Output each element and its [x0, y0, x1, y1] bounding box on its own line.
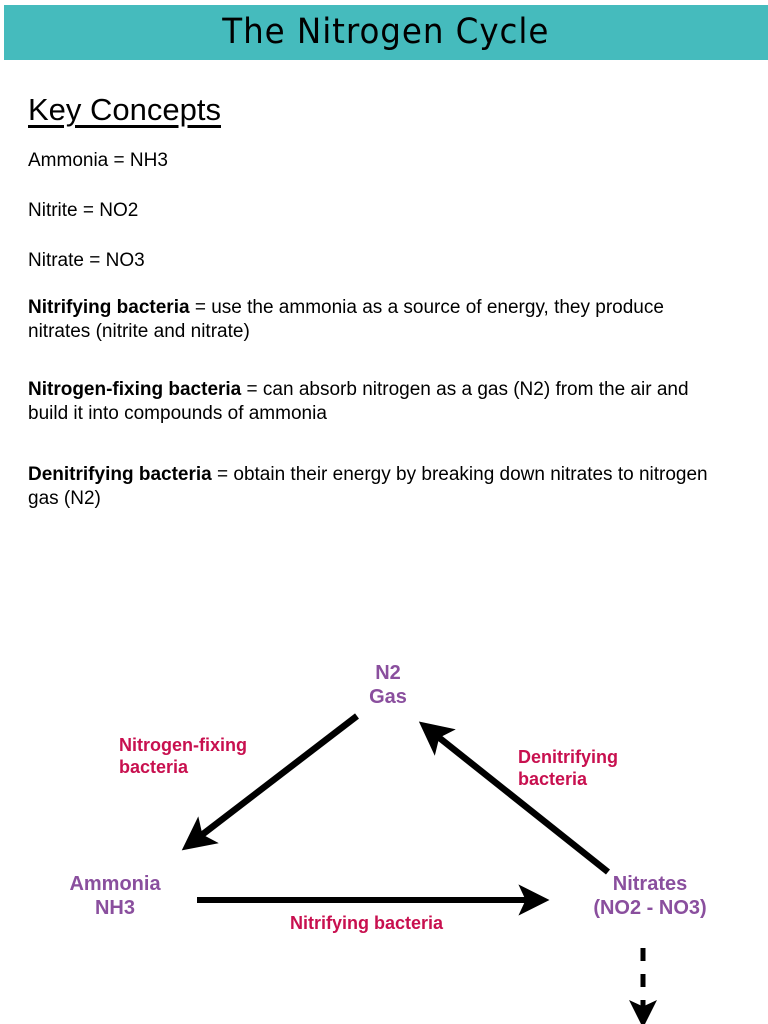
concept-body: = use the ammonia as a source of energy,… [28, 297, 664, 343]
diagram-label-nitrogen-fixing: Nitrogen-fixing bacteria [119, 735, 247, 778]
process-line-1: Nitrogen-fixing [119, 735, 247, 755]
page-title: The Nitrogen Cycle [222, 12, 550, 52]
concept-denitrifying-bacteria: Denitrifying bacteria = obtain their ene… [28, 463, 728, 512]
node-line-2: Gas [369, 685, 407, 708]
node-line-1: Ammonia [69, 873, 161, 895]
process-line-1: Nitrifying bacteria [290, 913, 444, 933]
diagram-node-n2-gas: N2 Gas [338, 662, 438, 709]
node-line-2: (NO2 - NO3) [593, 896, 707, 919]
diagram-label-denitrifying: Denitrifying bacteria [518, 747, 618, 790]
process-line-2: bacteria [518, 768, 588, 789]
arrow-denitrifying [418, 721, 611, 875]
concept-term: Nitrifying bacteria [28, 297, 190, 318]
nitrogen-cycle-diagram: N2 Gas Ammonia NH3 Nitrates (NO2 - NO3) … [0, 630, 768, 1024]
node-line-1: Nitrates [612, 873, 688, 895]
diagram-arrows [181, 713, 657, 1024]
process-line-1: Denitrifying [518, 747, 619, 767]
definition-nitrite: Nitrite = NO2 [28, 200, 139, 221]
process-line-2: bacteria [119, 756, 189, 777]
arrow-nitrogen-fixing [181, 713, 359, 851]
concept-nitrifying-bacteria: Nitrifying bacteria = use the ammonia as… [28, 296, 728, 345]
concept-nitrogen-fixing-bacteria: Nitrogen-fixing bacteria = can absorb ni… [28, 378, 728, 427]
diagram-label-nitrifying: Nitrifying bacteria [290, 913, 443, 935]
node-line-2: NH3 [94, 896, 135, 919]
definition-ammonia: Ammonia = NH3 [28, 150, 168, 171]
concept-body: = obtain their energy by breaking down n… [28, 464, 708, 510]
concept-term: Denitrifying bacteria [28, 464, 212, 485]
node-line-1: N2 [375, 662, 401, 684]
concept-term: Nitrogen-fixing bacteria [28, 379, 242, 400]
diagram-node-nitrates: Nitrates (NO2 - NO3) [560, 873, 740, 920]
concept-body: = can absorb nitrogen as a gas (N2) from… [28, 379, 689, 425]
title-banner: The Nitrogen Cycle [4, 5, 768, 60]
key-concepts-heading: Key Concepts [28, 92, 221, 127]
diagram-node-ammonia: Ammonia NH3 [40, 873, 190, 920]
definition-nitrate: Nitrate = NO3 [28, 250, 145, 271]
